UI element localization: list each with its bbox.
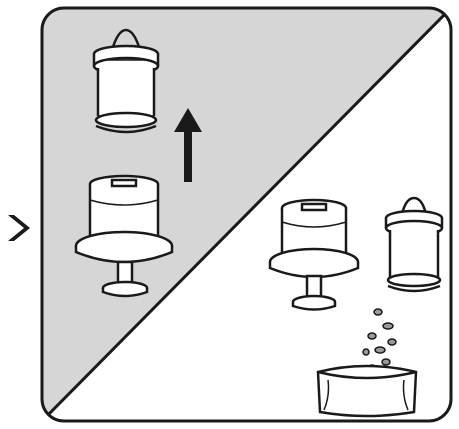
chevron-right-icon bbox=[8, 215, 30, 241]
canister-filter-right bbox=[386, 198, 442, 291]
waste-bin bbox=[318, 366, 416, 416]
